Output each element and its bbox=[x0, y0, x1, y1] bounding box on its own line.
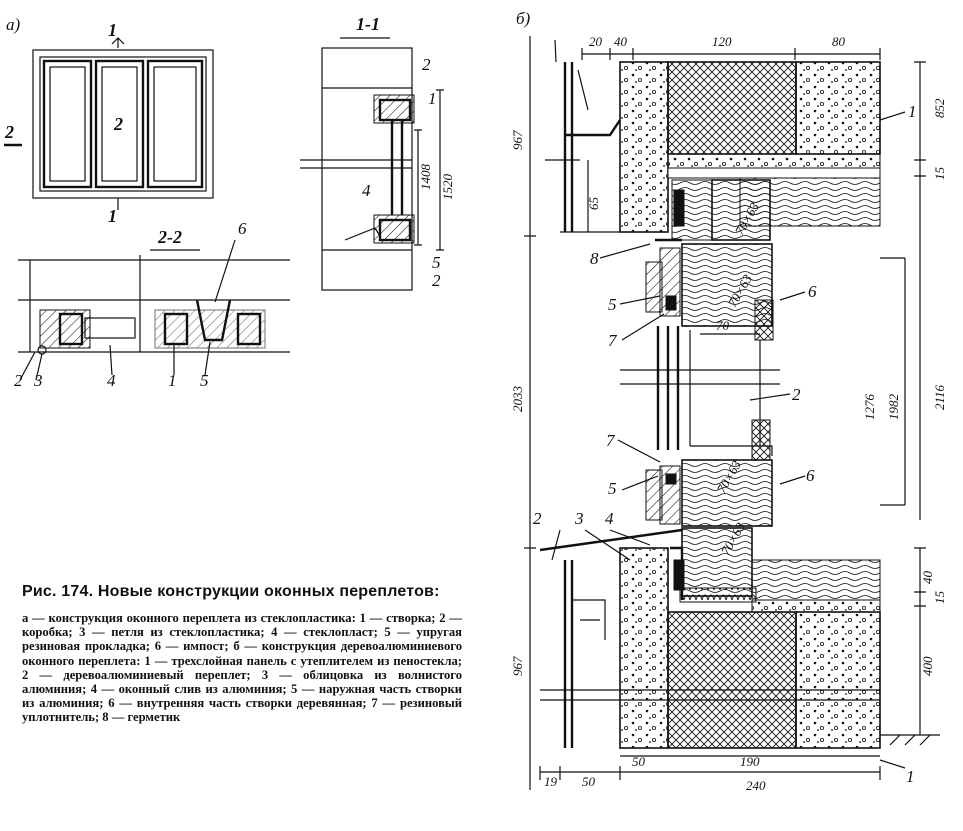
panel-a-letter: а) bbox=[6, 15, 21, 34]
callout-s11-2-bottom: 2 bbox=[432, 271, 441, 290]
dim-2033: 2033 bbox=[510, 386, 525, 413]
callout-b-2-glass: 2 bbox=[792, 385, 801, 404]
callout-b-5-lower: 5 bbox=[608, 479, 617, 498]
dim-400: 400 bbox=[920, 656, 935, 676]
callout-s22-1: 1 bbox=[168, 371, 177, 390]
dim-1276: 1276 bbox=[862, 394, 877, 421]
section-1-1-label: 1-1 bbox=[356, 14, 380, 34]
callout-s22-6: 6 bbox=[238, 219, 247, 238]
dim-15-top: 15 bbox=[932, 167, 947, 181]
dim-1408: 1408 bbox=[418, 164, 433, 191]
cut-mark-2-left: 2 bbox=[4, 122, 14, 142]
dim-1520: 1520 bbox=[440, 174, 455, 201]
dim-2116: 2116 bbox=[932, 384, 947, 410]
callout-s11-2-top: 2 bbox=[422, 55, 431, 74]
dim-40: 40 bbox=[920, 571, 935, 585]
callout-b-7-lower: 7 bbox=[606, 431, 616, 450]
dim-852: 852 bbox=[932, 98, 947, 118]
dim-bottom-190: 190 bbox=[740, 754, 760, 769]
callout-b-4: 4 bbox=[605, 509, 614, 528]
dim-top-80: 80 bbox=[832, 34, 846, 49]
dim-top-120: 120 bbox=[712, 34, 732, 49]
callout-s22-5: 5 bbox=[200, 371, 209, 390]
section-1-1: 1-1 1408 1520 2 1 4 5 2 bbox=[300, 14, 455, 291]
dim-70: 70 bbox=[716, 318, 730, 333]
callout-s11-4: 4 bbox=[362, 181, 371, 200]
callout-b-7-upper: 7 bbox=[608, 331, 618, 350]
dim-bottom-19: 19 bbox=[544, 774, 558, 789]
panel-b-section: б) 20 40 120 80 bbox=[510, 9, 947, 793]
section-2-2-label: 2-2 bbox=[157, 227, 182, 247]
dim-967-top: 967 bbox=[510, 130, 525, 150]
caption-body: а — конструкция оконного переплета из ст… bbox=[22, 611, 462, 725]
callout-s22-2: 2 bbox=[14, 371, 23, 390]
dim-bottom-50-inner: 50 bbox=[632, 754, 646, 769]
callout-b-1-top: 1 bbox=[908, 102, 917, 121]
dim-1982: 1982 bbox=[886, 394, 901, 421]
figure-caption: Рис. 174. Новые конструкции оконных пере… bbox=[22, 582, 462, 725]
cut-mark-1-bottom: 1 bbox=[108, 206, 117, 226]
callout-b-2-frame: 2 bbox=[533, 509, 542, 528]
panel-a-elevation: а) 1 1 2 2 bbox=[4, 15, 214, 226]
callout-s22-4: 4 bbox=[107, 371, 116, 390]
callout-s22-3: 3 bbox=[33, 371, 43, 390]
callout-b-8: 8 bbox=[590, 249, 599, 268]
section-2-2: 2-2 2 3 4 1 5 6 bbox=[14, 219, 290, 390]
dim-top-40: 40 bbox=[614, 34, 628, 49]
dim-bottom-50: 50 bbox=[582, 774, 596, 789]
callout-s11-1: 1 bbox=[428, 89, 437, 108]
dim-top-20: 20 bbox=[589, 34, 603, 49]
dim-15-bottom: 15 bbox=[932, 591, 947, 605]
callout-b-3: 3 bbox=[574, 509, 584, 528]
callout-b-5-upper: 5 bbox=[608, 295, 617, 314]
callout-b-1-bottom: 1 bbox=[906, 767, 915, 786]
dim-967-bottom: 967 bbox=[510, 656, 525, 676]
cut-mark-1-top: 1 bbox=[108, 20, 117, 40]
cut-mark-2-center: 2 bbox=[113, 114, 123, 134]
dim-65: 65 bbox=[586, 197, 601, 211]
dim-bottom-240: 240 bbox=[746, 778, 766, 793]
caption-title: Рис. 174. Новые конструкции оконных пере… bbox=[22, 583, 440, 600]
callout-b-6-lower: 6 bbox=[806, 466, 815, 485]
callout-b-6-upper: 6 bbox=[808, 282, 817, 301]
panel-b-letter: б) bbox=[516, 9, 531, 28]
callout-s11-5: 5 bbox=[432, 253, 441, 272]
